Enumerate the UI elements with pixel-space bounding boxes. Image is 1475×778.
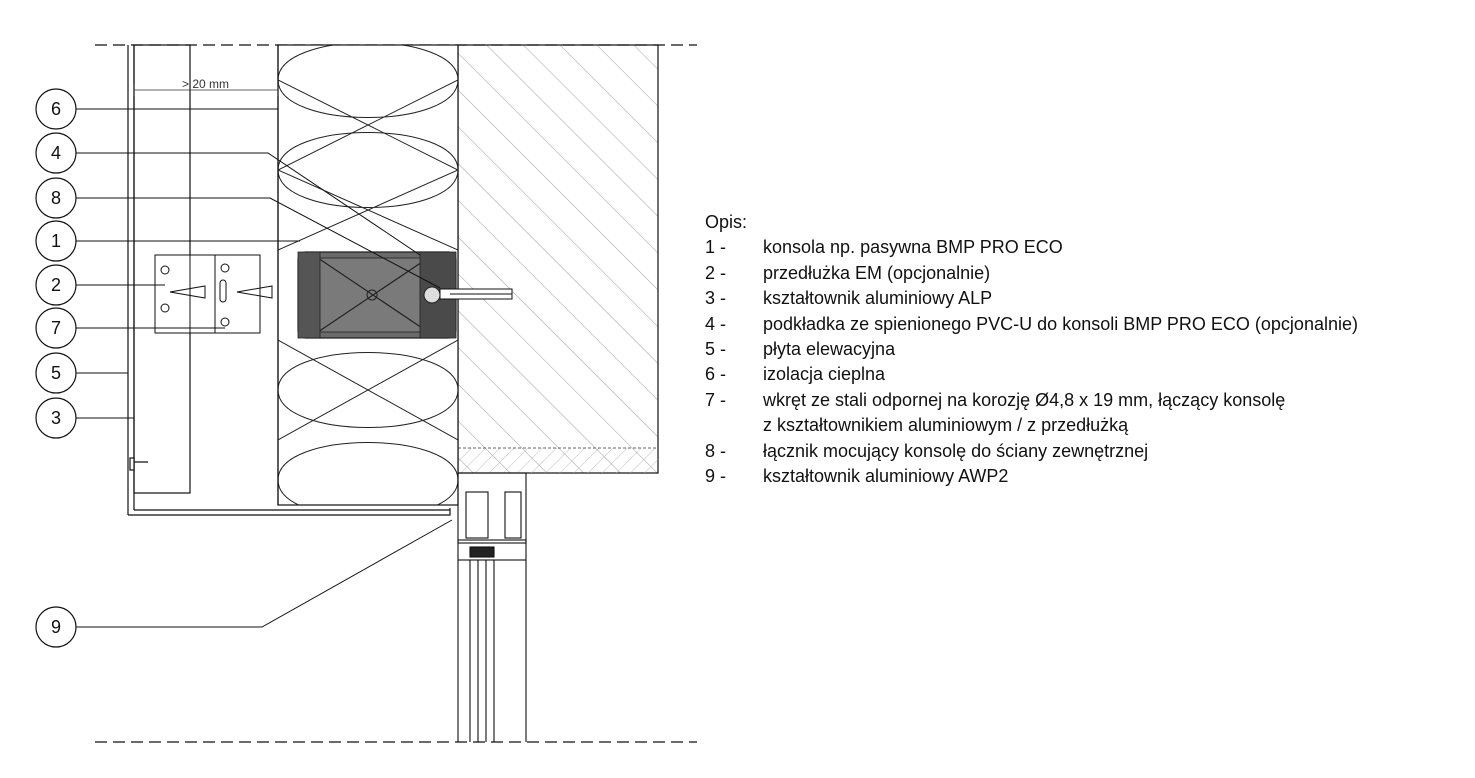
callout-9: 9 [35,606,77,648]
legend-number: 8 - [705,440,727,461]
legend-number: 9 - [705,466,727,487]
svg-text:6: 6 [51,99,61,119]
callout-3: 3 [35,397,77,439]
legend-item: 4 - podkładka ze spienionego PVC-U do kon… [705,312,1358,337]
legend-number: 2 - [705,262,727,283]
legend-text: kształtownik aluminiowy ALP [763,288,993,309]
svg-text:1: 1 [51,231,61,251]
legend-text: łącznik mocujący konsolę do ściany zewnę… [763,440,1149,461]
exterior-wall [457,44,659,474]
legend-number: 4 - [705,313,727,334]
legend-text: podkładka ze spienionego PVC-U do konsol… [763,313,1358,334]
legend: Opis: 1 - konsola np. pasywna BMP PRO ECO… [705,210,1358,489]
legend-number: 7 - [705,389,727,410]
wall-anchor [439,288,513,300]
svg-text:2: 2 [51,275,61,295]
legend-item: 2 - przedłużka EM (opcjonalnie) [705,261,1358,286]
legend-text: kształtownik aluminiowy AWP2 [763,466,1009,487]
legend-number: 5 - [705,339,727,360]
svg-text:9: 9 [51,617,61,637]
callout-1: 1 [35,220,77,262]
legend-text: konsola np. pasywna BMP PRO ECO [763,237,1063,258]
legend-text-continuation: z kształtownikiem aluminiowym / z przedł… [763,415,1129,436]
dimension-20mm: > 20 mm [133,77,279,96]
legend-number: 1 - [705,237,727,258]
legend-text: izolacja cieplna [763,364,886,385]
svg-text:4: 4 [51,143,61,163]
extension-em [154,254,273,334]
callout-6: 6 [35,88,77,130]
legend-item: 8 - łącznik mocujący konsolę do ściany ze… [705,439,1358,464]
legend-item: 5 - płyta elewacyjna [705,337,1358,362]
legend-item: 1 - konsola np. pasywna BMP PRO ECO [705,235,1358,260]
legend-title: Opis: [705,212,748,232]
svg-text:8: 8 [51,188,61,208]
window-profile-awp2 [457,472,527,742]
callout-4: 4 [35,132,77,174]
svg-text:5: 5 [51,363,61,383]
callout-8: 8 [35,177,77,219]
bracket-bmp-pro-eco [297,251,457,339]
callout-5: 5 [35,352,77,394]
legend-item: 9 - kształtownik aluminiowy AWP2 [705,464,1358,489]
legend-number: 3 - [705,288,727,309]
callout-7: 7 [35,307,77,349]
legend-item: 6 - izolacja cieplna [705,362,1358,387]
legend-number: 6 - [705,364,727,385]
legend-text: przedłużka EM (opcjonalnie) [763,262,991,283]
svg-text:7: 7 [51,318,61,338]
legend-text: wkręt ze stali odpornej na korozję Ø4,8 … [763,389,1286,410]
leader-lines [76,108,453,628]
legend-item: 3 - kształtownik aluminiowy ALP [705,286,1358,311]
svg-text:3: 3 [51,408,61,428]
callout-2: 2 [35,264,77,306]
dimension-label: > 20 mm [182,77,229,91]
legend-item: 7 - wkręt ze stali odpornej na korozję Ø4… [705,388,1358,413]
legend-text: płyta elewacyjna [763,339,896,360]
